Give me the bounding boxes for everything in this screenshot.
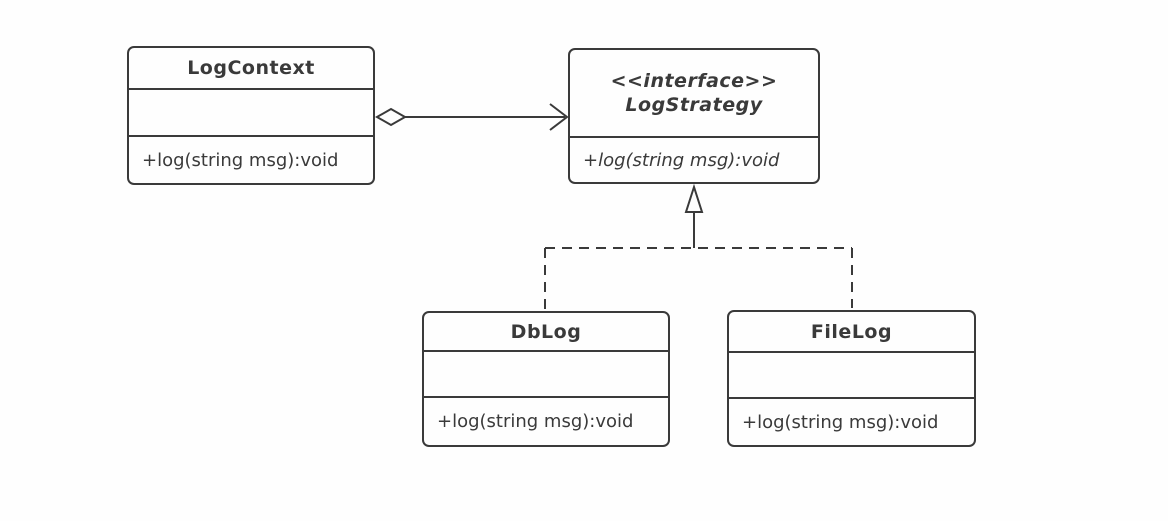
interface-logstrategy-method: +log(string msg):void [583, 149, 780, 171]
class-filelog-title: FileLog [729, 312, 974, 353]
realization-connector [544, 183, 853, 309]
aggregation-connector [374, 103, 569, 131]
interface-logstrategy: <<interface>> LogStrategy +log(string ms… [568, 48, 820, 184]
class-filelog-attributes-empty [729, 353, 974, 399]
class-filelog: FileLog +log(string msg):void [727, 310, 976, 447]
interface-logstrategy-title: <<interface>> LogStrategy [570, 50, 818, 138]
class-logcontext: LogContext +log(string msg):void [127, 46, 375, 185]
class-dblog: DbLog +log(string msg):void [422, 311, 670, 447]
hollow-triangle-arrowhead-icon [684, 183, 704, 213]
class-logcontext-method: +log(string msg):void [142, 149, 339, 171]
class-logcontext-title: LogContext [129, 48, 373, 90]
interface-stereotype: <<interface>> [610, 70, 778, 92]
class-dblog-attributes-empty [424, 352, 668, 398]
class-logcontext-attributes-empty [129, 90, 373, 137]
interface-name: LogStrategy [625, 94, 763, 116]
class-dblog-title: DbLog [424, 313, 668, 352]
class-dblog-method: +log(string msg):void [437, 411, 634, 432]
open-arrowhead-icon [549, 103, 569, 131]
aggregation-diamond-icon [374, 107, 408, 127]
class-filelog-method: +log(string msg):void [742, 411, 939, 433]
